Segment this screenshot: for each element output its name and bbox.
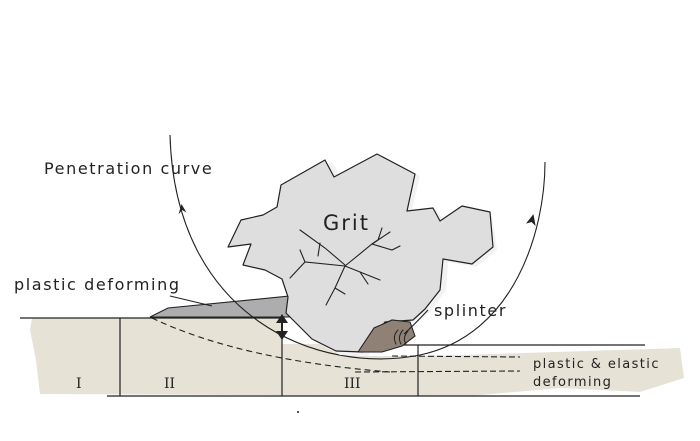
plastic-elastic-label-line1: plastic & elastic	[533, 357, 660, 372]
penetration-arrow-up-icon	[525, 214, 536, 227]
stray-dot	[297, 411, 299, 413]
plastic-deforming-bulge	[149, 295, 297, 318]
splinter-crack-icon	[393, 329, 409, 345]
penetration-curve	[169, 134, 546, 360]
grit-label: Grit	[323, 211, 370, 235]
grit-cracks	[289, 227, 401, 306]
elastic-dashed-line-2	[354, 370, 521, 373]
workpiece-material	[30, 318, 684, 396]
zone-label-1: I	[76, 376, 82, 392]
plastic-deforming-leader-line	[169, 295, 213, 307]
splinter-label: splinter	[434, 301, 507, 320]
penetration-arrow-down-icon	[178, 204, 187, 215]
penetration-curve-label: Penetration curve	[44, 159, 213, 178]
plastic-elastic-label-line2: deforming	[533, 375, 612, 390]
depth-double-arrow-icon	[276, 314, 288, 340]
deformation-dashed-line	[151, 317, 391, 373]
zone-label-2: II	[164, 376, 175, 392]
plastic-deforming-label: plastic deforming	[14, 275, 181, 294]
splinter-leader-line	[403, 309, 429, 335]
zone-label-3: III	[344, 376, 361, 392]
